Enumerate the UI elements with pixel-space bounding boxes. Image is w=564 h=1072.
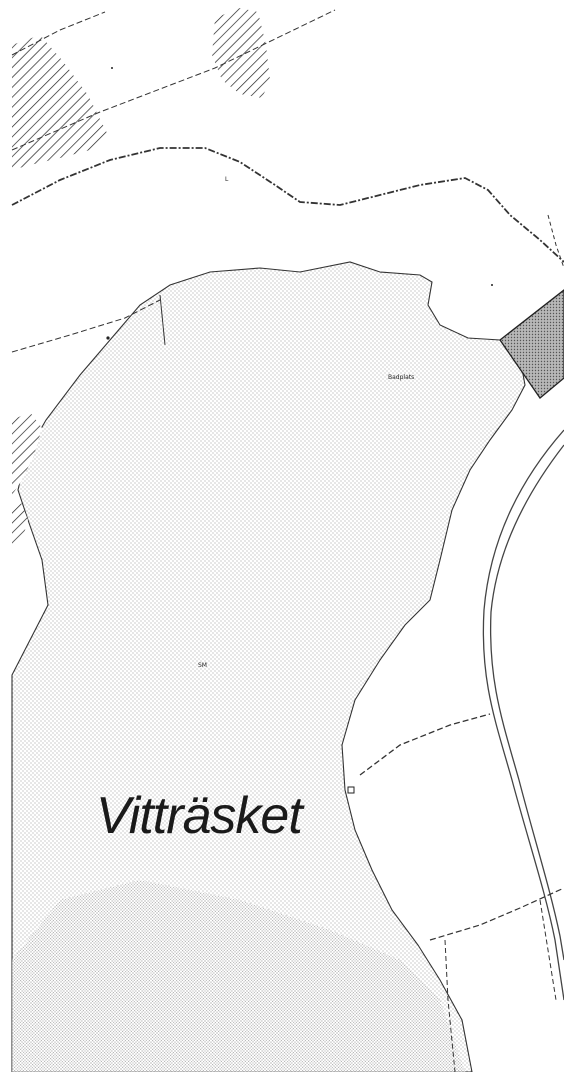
boundary-east-top xyxy=(547,214,564,269)
boundary-east-low xyxy=(429,887,564,941)
parcel-east xyxy=(499,289,564,399)
label-lake-center: SM xyxy=(198,662,207,669)
dot-mark xyxy=(491,284,493,286)
hatched-area-left-low xyxy=(12,500,28,548)
marker-square xyxy=(347,786,355,794)
label-top-mark: L xyxy=(225,176,229,183)
boundary-top-1 xyxy=(11,11,106,56)
road-inner xyxy=(489,444,564,961)
road-outer xyxy=(482,429,564,1001)
hatched-area-top-left xyxy=(12,35,108,170)
dot-mark xyxy=(111,67,113,69)
boundary-west-stub xyxy=(159,294,166,346)
boundary-east-mid xyxy=(359,713,491,776)
boundary-north xyxy=(11,147,564,263)
boundary-west xyxy=(11,299,161,353)
label-north-shore: Badplats xyxy=(388,374,415,381)
boundary-top-2 xyxy=(11,9,336,151)
dot-mark xyxy=(106,336,110,340)
boundary-east-low-3 xyxy=(539,899,557,1001)
lake-name-label: Vitträsket xyxy=(96,787,303,845)
boundary-east-low-2 xyxy=(444,939,456,1072)
hatched-area-top-center xyxy=(212,8,270,98)
lake-shade xyxy=(12,880,465,1072)
hatched-area-left-mid xyxy=(12,412,42,495)
